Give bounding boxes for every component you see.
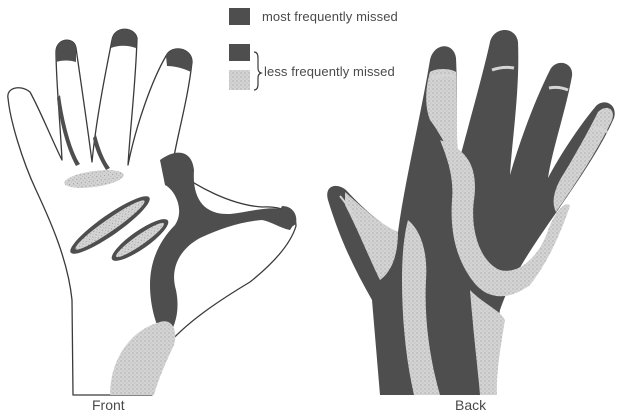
legend-label-less-missed: less frequently missed xyxy=(264,64,395,79)
caption-back: Back xyxy=(455,397,486,413)
legend-swatch-less-missed-dark xyxy=(229,44,250,61)
legend-label-most-missed: most frequently missed xyxy=(262,9,398,24)
front-hand xyxy=(8,29,297,395)
front-fingertip-ring xyxy=(111,29,137,48)
legend xyxy=(229,8,261,90)
back-hand xyxy=(327,30,614,395)
caption-front: Front xyxy=(92,397,125,413)
legend-bracket xyxy=(254,52,261,90)
legend-swatch-less-missed-stipple xyxy=(229,70,250,90)
legend-swatch-most-missed xyxy=(229,8,250,25)
